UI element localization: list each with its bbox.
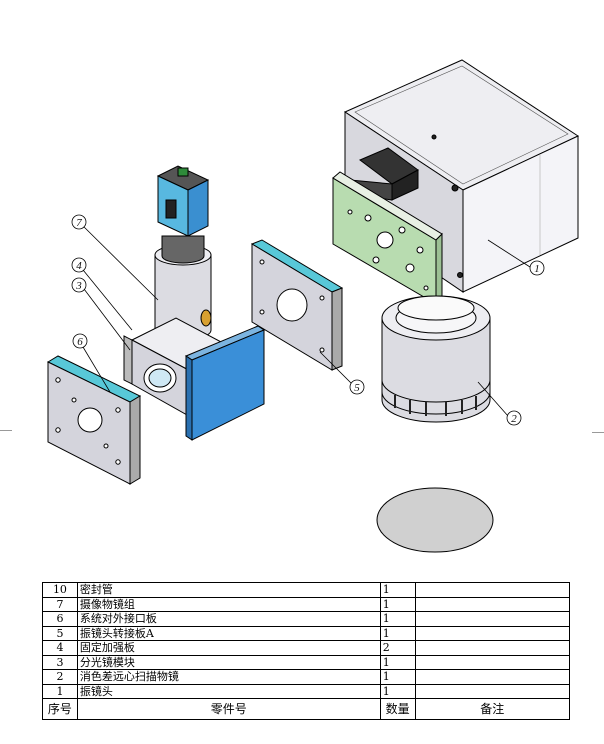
bom-name: 振镜头	[76, 683, 381, 699]
table-row: 4 固定加强板 2	[42, 640, 571, 656]
bom-name: 系统对外接口板	[76, 611, 381, 627]
bom-name: 密封管	[76, 582, 381, 598]
leader-lines	[78, 221, 531, 417]
bom-remark	[414, 625, 571, 641]
table-row: 3 分光镜模块 1	[42, 654, 571, 670]
bom-no: 1	[42, 683, 78, 699]
bom-name: 振镜头转接板A	[76, 625, 381, 641]
bom-qty: 1	[379, 669, 416, 685]
header-qty: 数量	[379, 698, 416, 720]
callout-4: 4	[71, 257, 87, 273]
table-row: 1 振镜头 1	[42, 683, 571, 699]
bom-no: 5	[42, 625, 78, 641]
callout-6: 6	[72, 333, 88, 349]
bom-no: 7	[42, 596, 78, 612]
bom-no: 2	[42, 669, 78, 685]
adapter-plate-green	[332, 171, 443, 305]
exploded-assembly-drawing: 7 4 3 6 5 2 1	[46, 59, 580, 553]
blue-cover-panel	[184, 325, 266, 441]
left-edge-tick	[0, 430, 12, 431]
table-row: 5 振镜头转接板A 1	[42, 625, 571, 641]
bom-name: 固定加强板	[76, 640, 381, 656]
bom-remark	[414, 669, 571, 685]
svg-text:3: 3	[75, 280, 82, 292]
svg-text:2: 2	[511, 413, 517, 425]
camera-objective	[154, 165, 212, 341]
bom-name: 消色差远心扫描物镜	[76, 669, 381, 685]
window-disc	[376, 487, 494, 553]
bom-remark	[414, 582, 571, 598]
bom-qty: 1	[379, 683, 416, 699]
bom-qty: 1	[379, 596, 416, 612]
bill-of-materials-table: 10 密封管 1 7 摄像物镜组 1 6 系统对外接口板 1 5 振镜头转接板A…	[42, 582, 571, 720]
bom-qty: 1	[379, 654, 416, 670]
bom-remark	[414, 640, 571, 656]
svg-text:6: 6	[77, 336, 83, 348]
svg-text:1: 1	[534, 263, 540, 275]
scan-lens	[381, 295, 491, 423]
bom-qty: 1	[379, 611, 416, 627]
bom-remark	[414, 683, 571, 699]
table-row: 6 系统对外接口板 1	[42, 611, 571, 627]
table-header-row: 序号 零件号 数量 备注	[42, 698, 571, 720]
right-edge-tick	[592, 432, 604, 433]
interface-plate-6	[46, 355, 142, 485]
bom-qty: 1	[379, 582, 416, 598]
svg-text:4: 4	[76, 260, 82, 272]
bom-name: 分光镜模块	[76, 654, 381, 670]
bom-qty: 1	[379, 625, 416, 641]
bom-name: 摄像物镜组	[76, 596, 381, 612]
bom-remark	[414, 596, 571, 612]
table-row: 10 密封管 1	[42, 582, 571, 598]
header-no: 序号	[42, 698, 78, 720]
svg-text:7: 7	[76, 217, 82, 229]
callout-1: 1	[529, 260, 545, 276]
callout-3: 3	[71, 277, 87, 293]
bom-remark	[414, 654, 571, 670]
bom-remark	[414, 611, 571, 627]
bom-qty: 2	[379, 640, 416, 656]
header-remark: 备注	[414, 698, 571, 720]
callout-5: 5	[349, 379, 365, 395]
bom-no: 6	[42, 611, 78, 627]
header-name: 零件号	[76, 698, 381, 720]
bom-no: 10	[42, 582, 78, 598]
bom-no: 4	[42, 640, 78, 656]
bom-no: 3	[42, 654, 78, 670]
adapter-plate-5	[250, 239, 344, 371]
svg-text:5: 5	[354, 382, 360, 394]
table-row: 7 摄像物镜组 1	[42, 596, 571, 612]
callout-7: 7	[71, 214, 87, 230]
table-row: 2 消色差远心扫描物镜 1	[42, 669, 571, 685]
callout-2: 2	[506, 410, 522, 426]
